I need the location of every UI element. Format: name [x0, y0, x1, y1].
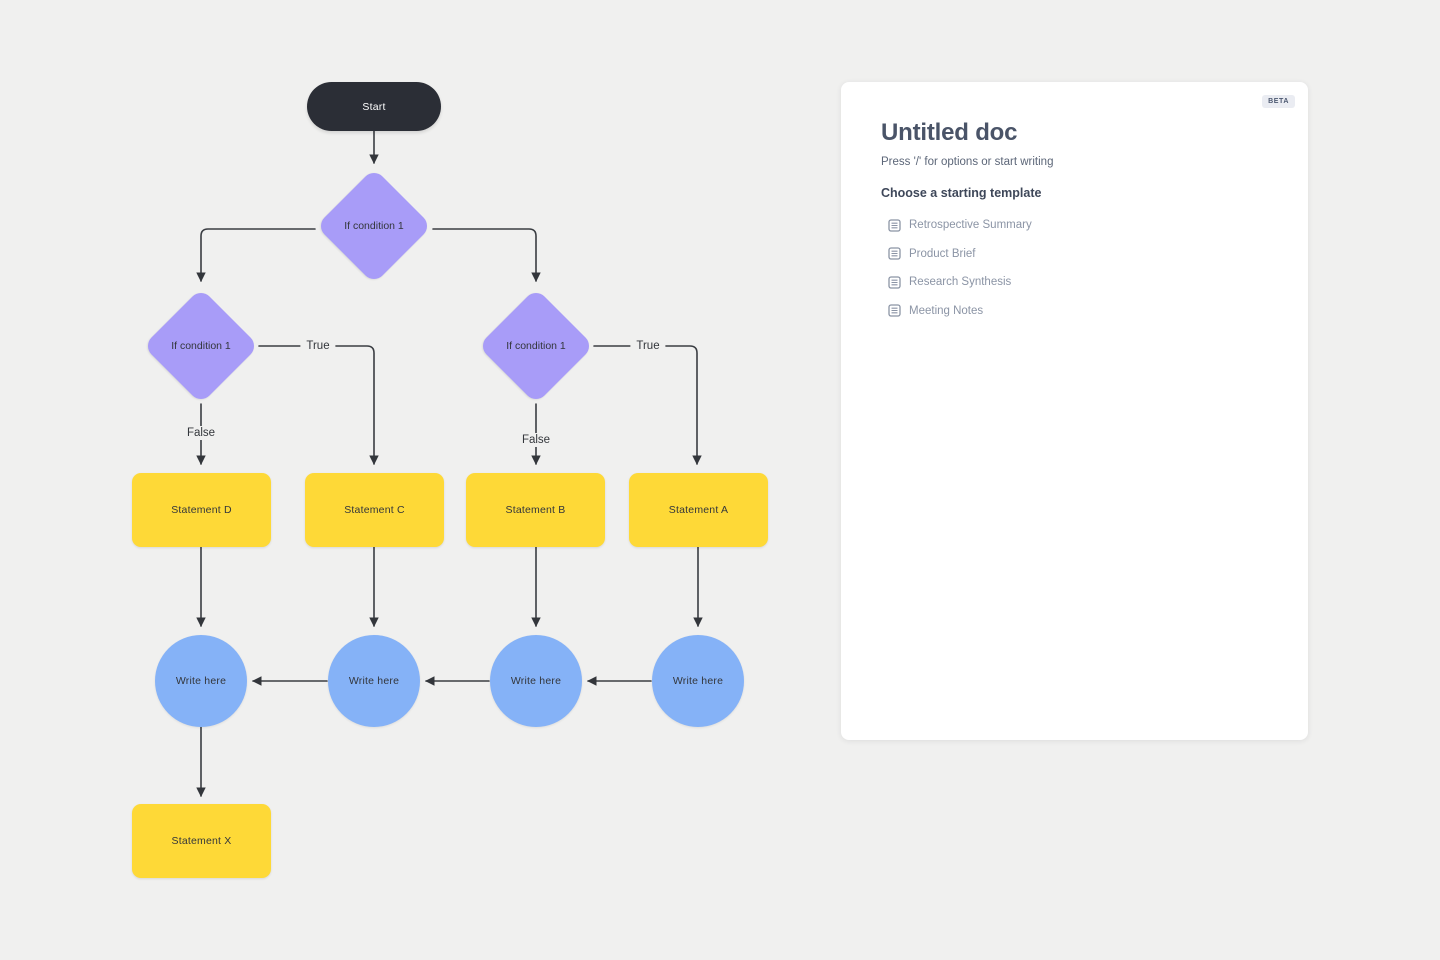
- template-item-retrospective-summary[interactable]: Retrospective Summary: [888, 211, 1308, 240]
- branch-label-false-right[interactable]: False: [515, 433, 557, 447]
- statement-b-node[interactable]: Statement B: [466, 473, 605, 547]
- template-list: Retrospective Summary Product Brief Rese…: [888, 211, 1308, 325]
- doc-title[interactable]: Untitled doc: [881, 119, 1018, 146]
- decision-label: If condition 1: [506, 340, 566, 352]
- doc-icon: [888, 304, 901, 317]
- branch-label-true-left[interactable]: True: [300, 339, 336, 353]
- write-here-node-1[interactable]: Write here: [155, 635, 247, 727]
- start-node[interactable]: Start: [307, 82, 441, 131]
- statement-d-node[interactable]: Statement D: [132, 473, 271, 547]
- branch-label-true-right[interactable]: True: [630, 339, 666, 353]
- decision-node-top[interactable]: If condition 1: [315, 167, 433, 285]
- decision-node-right[interactable]: If condition 1: [477, 287, 595, 405]
- beta-badge: BETA: [1262, 95, 1295, 108]
- decision-label: If condition 1: [344, 220, 404, 232]
- doc-icon: [888, 219, 901, 232]
- statement-x-node[interactable]: Statement X: [132, 804, 271, 878]
- templates-heading: Choose a starting template: [881, 186, 1042, 200]
- doc-icon: [888, 247, 901, 260]
- write-here-node-3[interactable]: Write here: [490, 635, 582, 727]
- statement-c-node[interactable]: Statement C: [305, 473, 444, 547]
- template-item-research-synthesis[interactable]: Research Synthesis: [888, 268, 1308, 297]
- template-item-label: Product Brief: [909, 247, 976, 260]
- template-item-label: Meeting Notes: [909, 304, 984, 317]
- branch-label-false-left[interactable]: False: [180, 426, 222, 440]
- statement-a-node[interactable]: Statement A: [629, 473, 768, 547]
- write-here-node-4[interactable]: Write here: [652, 635, 744, 727]
- decision-label: If condition 1: [171, 340, 231, 352]
- doc-panel: BETA Untitled doc Press '/' for options …: [841, 82, 1308, 740]
- template-item-label: Retrospective Summary: [909, 219, 1032, 232]
- template-item-meeting-notes[interactable]: Meeting Notes: [888, 297, 1308, 326]
- template-item-label: Research Synthesis: [909, 276, 1012, 289]
- doc-icon: [888, 276, 901, 289]
- doc-editor-placeholder[interactable]: Press '/' for options or start writing: [881, 156, 1054, 168]
- write-here-node-2[interactable]: Write here: [328, 635, 420, 727]
- template-item-product-brief[interactable]: Product Brief: [888, 240, 1308, 269]
- decision-node-left[interactable]: If condition 1: [142, 287, 260, 405]
